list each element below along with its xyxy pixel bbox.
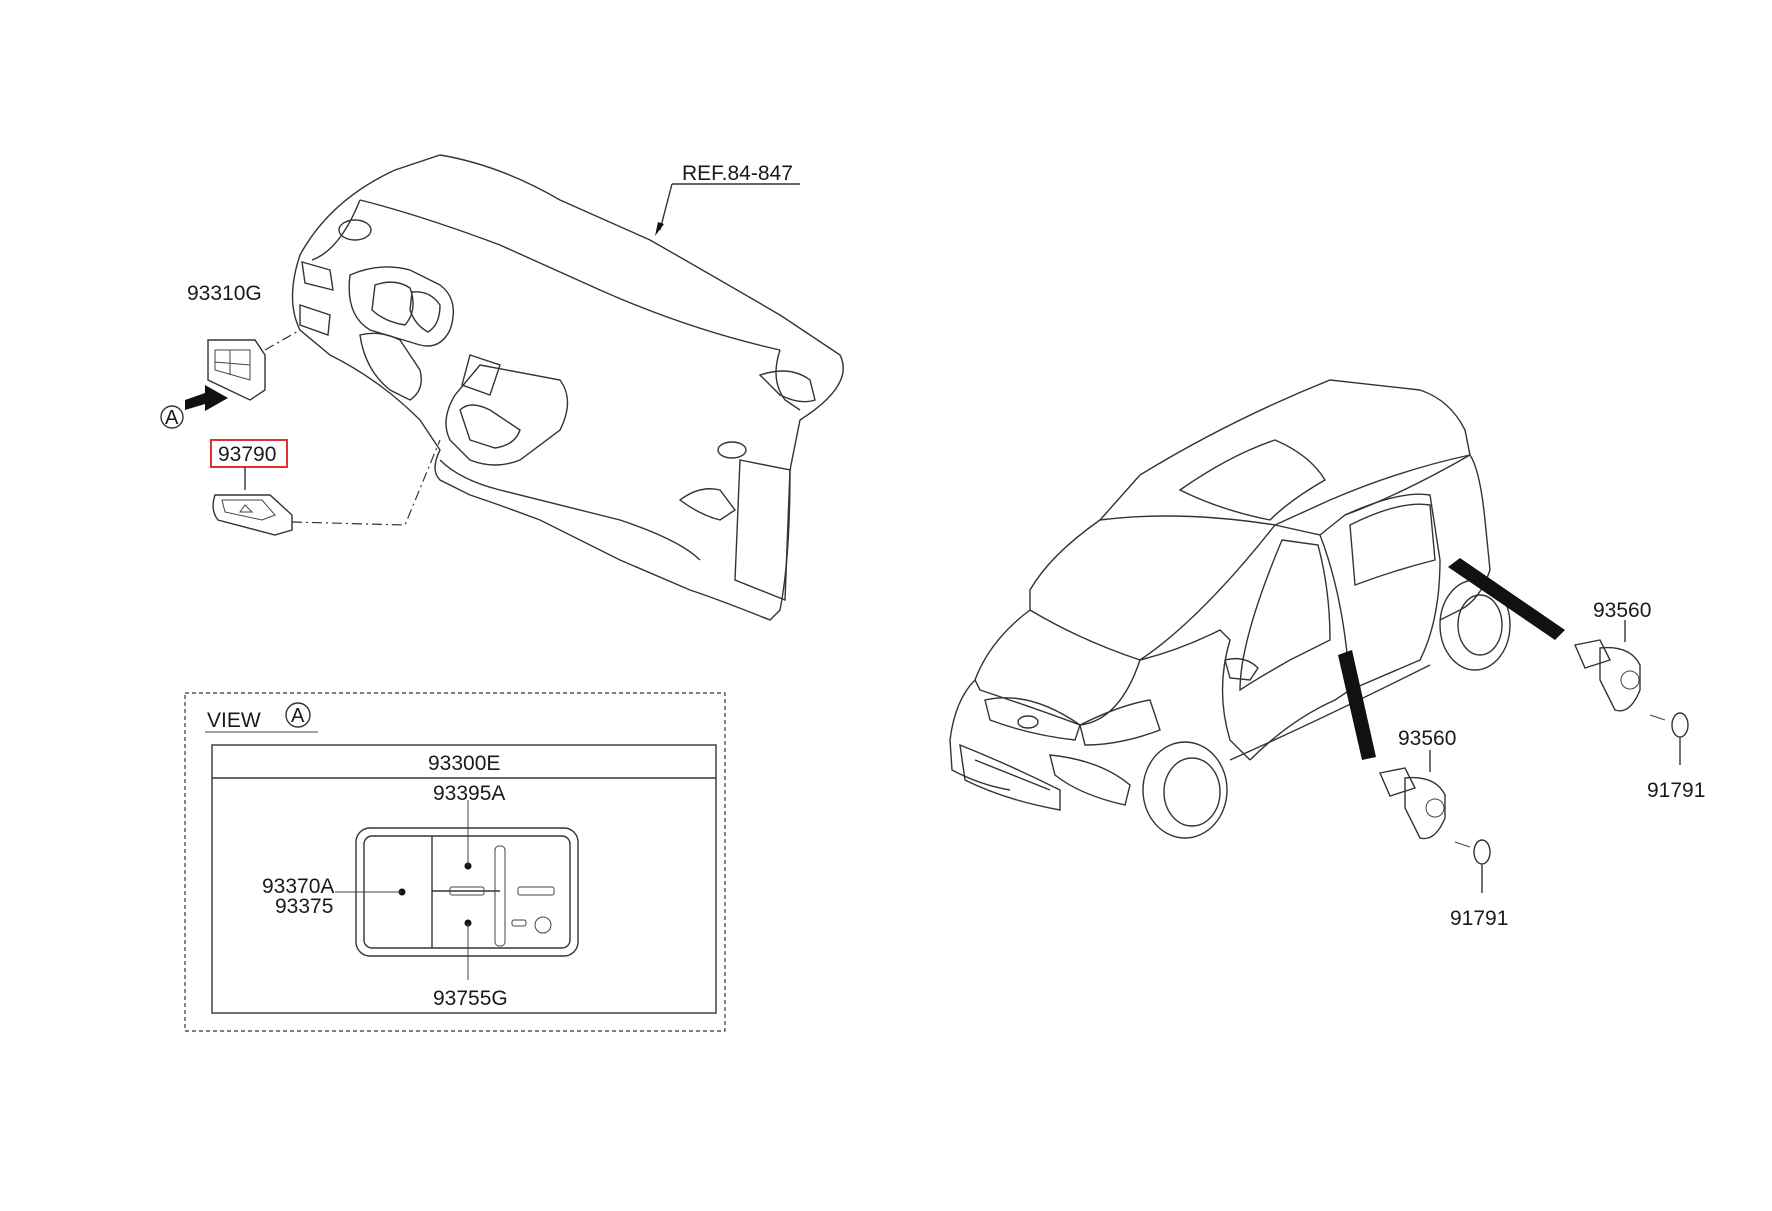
front-door-switch-arrow [1338, 650, 1376, 760]
view-letter: A [291, 705, 305, 727]
highlighted-part-box [210, 439, 288, 468]
front-screw-part [1454, 839, 1491, 893]
front-door-switch-label: 93560 [1398, 727, 1456, 750]
view-a-arrow: A [160, 385, 228, 429]
view-top-label: 93395A [433, 782, 505, 805]
front-door-switch-part [1379, 750, 1446, 840]
rear-screw-label: 91791 [1647, 779, 1705, 802]
view-left-label-1: 93370A [262, 875, 334, 898]
hazard-switch-part [207, 329, 301, 401]
hazard-switch-label: 93310G [187, 282, 262, 305]
view-bottom-label: 93755G [433, 987, 508, 1010]
highlighted-part-label[interactable]: 93790 [218, 443, 276, 466]
rear-window-switch-part [212, 439, 441, 536]
rear-door-switch-label: 93560 [1593, 599, 1651, 622]
rear-screw-part [1649, 712, 1689, 765]
rear-door-switch-part [1574, 620, 1641, 712]
view-left-label-2: 93375 [275, 895, 333, 918]
car-illustration [949, 379, 1511, 839]
view-a-arrow-letter: A [165, 407, 179, 429]
dashboard-panel [291, 154, 844, 621]
view-a-box: VIEW A 93300E [184, 692, 726, 1032]
view-header-label: 93300E [428, 752, 500, 775]
view-title: VIEW [207, 709, 261, 732]
front-screw-label: 91791 [1450, 907, 1508, 930]
rear-door-switch-arrow [1448, 558, 1565, 640]
ref-label: REF.84-847 [682, 162, 793, 185]
